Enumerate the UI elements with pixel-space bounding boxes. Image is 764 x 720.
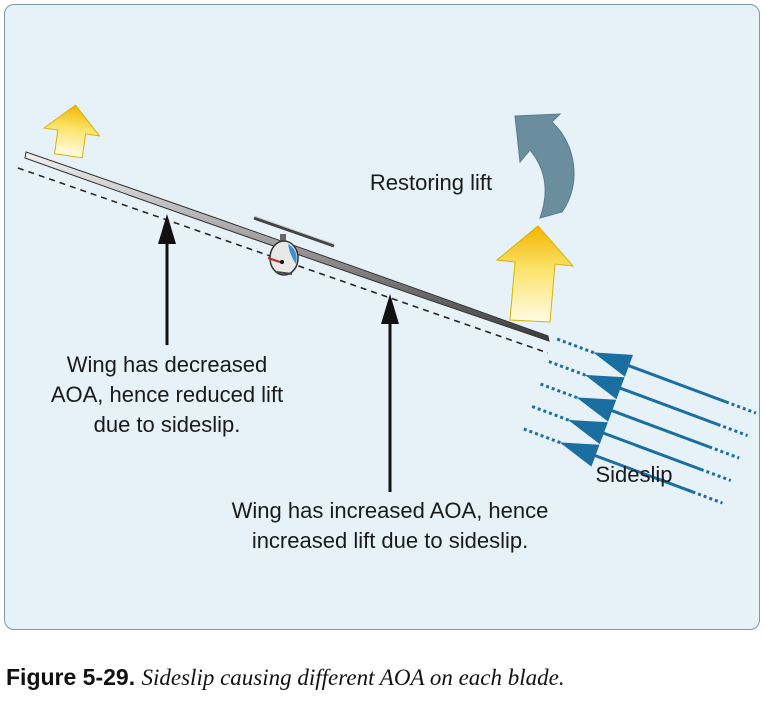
decreased-aoa-pointer [158,214,176,345]
airflow-arrow-head [593,352,634,377]
figure-caption-text: Sideslip causing different AOA on each b… [141,665,565,690]
increased-lift-arrow [495,225,575,323]
decreased-aoa-label-line-3: due to sideslip. [94,412,241,437]
restoring-lift-arrow [514,113,575,219]
reduced-lift-arrow [42,104,101,159]
glider-fuselage [253,215,335,276]
airflow-arrow-dashed-lead [556,337,596,355]
airflow-arrow-shaft [612,383,719,426]
airflow-arrow-head [559,442,600,467]
airflow-arrow-head [568,419,608,445]
figure-number: Figure 5-29. [6,664,136,690]
restoring-lift-label: Restoring lift [370,170,492,195]
airflow-arrow-dashed-tail [725,400,757,415]
airflow-arrow-dashed-lead [523,427,562,445]
sideslip-airflow-arrows [523,337,757,505]
airflow-arrow-dashed-lead [548,360,587,377]
airflow-arrow-shaft [595,428,702,471]
increased-aoa-label-line-2: increased lift due to sideslip. [252,528,528,553]
airflow-arrow-dashed-tail [700,467,732,482]
airflow-arrow-dashed-lead [531,405,571,422]
airflow-arrow-dashed-lead [539,382,579,400]
airflow-arrow-shaft [603,406,710,449]
airflow-arrow-dashed-tail [708,445,740,460]
airflow-arrow-shaft [586,451,693,494]
figure-panel [4,4,760,630]
decreased-aoa-label-line-2: AOA, hence reduced lift [51,382,283,407]
increased-aoa-pointer [381,294,399,492]
increased-aoa-label-line-1: Wing has increased AOA, hence [232,498,549,523]
figure-caption: Figure 5-29. Sideslip causing different … [6,664,758,698]
airflow-arrow-shaft [620,361,727,404]
airflow-arrow-dashed-tail [717,422,749,437]
airflow-arrow-dashed-tail [691,490,723,505]
airflow-arrow-head [584,374,625,400]
decreased-aoa-label-line-1: Wing has decreased [67,352,268,377]
sideslip-label: Sideslip [595,462,672,487]
airflow-arrow-head [576,397,617,422]
